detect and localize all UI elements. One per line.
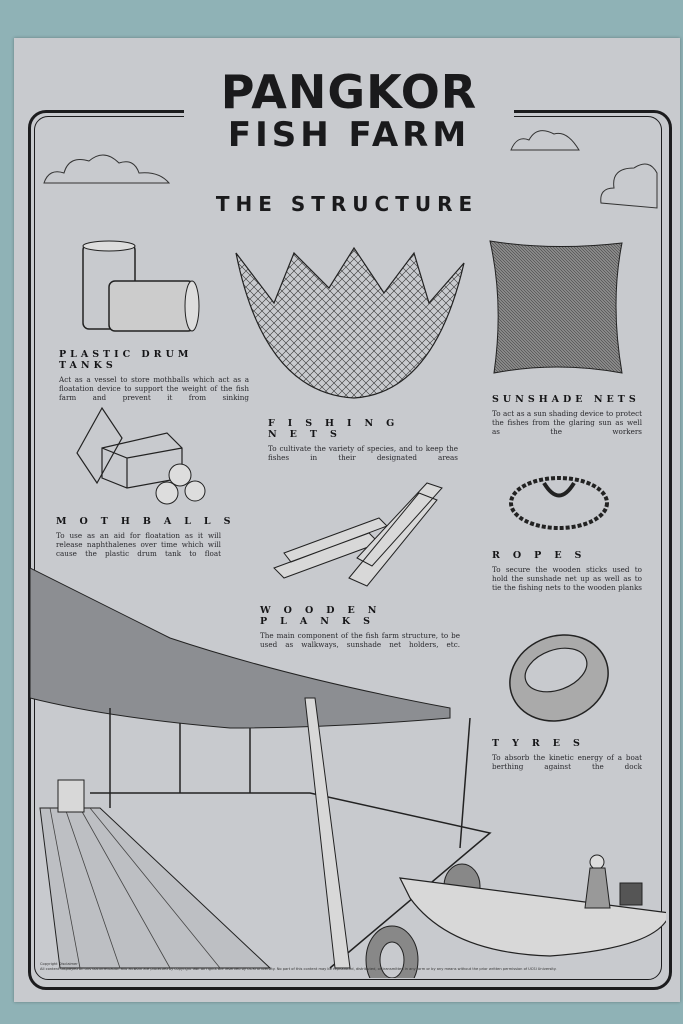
item-heading: ROPES xyxy=(492,550,595,561)
item-fishing-nets: FISHING NETS To cultivate the variety of… xyxy=(268,418,458,462)
subtitle: THE STRUCTURE xyxy=(215,192,479,216)
item-plastic-drum-tanks: PLASTIC DRUM TANKS Act as a vessel to st… xyxy=(59,349,249,402)
item-wooden-planks: WOODEN PLANKS The main component of the … xyxy=(260,605,460,649)
mothballs-illustration xyxy=(76,406,206,505)
drum-tank-illustration xyxy=(82,240,200,332)
item-heading: PLASTIC DRUM TANKS xyxy=(59,349,193,371)
item-heading: TYRES xyxy=(492,738,593,749)
title-line-2: FISH FARM xyxy=(227,115,471,155)
item-heading: FISHING NETS xyxy=(268,418,408,440)
item-mothballs: MOTHBALLS To use as an aid for floatatio… xyxy=(56,516,244,558)
item-ropes: ROPES To secure the wooden sticks used t… xyxy=(492,550,642,592)
copyright-disclaimer: Copyright Disclaimer All content display… xyxy=(40,962,660,972)
cloud-icon xyxy=(600,163,658,209)
tyre-illustration xyxy=(509,634,609,722)
sunshade-net-illustration xyxy=(489,240,623,374)
title-line-1: PANGKOR xyxy=(220,65,478,119)
item-heading: SUNSHADE NETS xyxy=(492,394,640,405)
item-description: To cultivate the variety of species, and… xyxy=(268,444,458,462)
item-description: To secure the wooden sticks used to hold… xyxy=(492,565,642,592)
wooden-planks-illustration xyxy=(273,482,443,587)
cloud-icon xyxy=(43,154,171,184)
title-block: PANGKOR FISH FARM xyxy=(184,68,514,158)
fishing-net-illustration xyxy=(235,246,465,399)
item-heading: MOTHBALLS xyxy=(56,516,244,527)
item-description: To use as an aid for floatation as it wi… xyxy=(56,531,221,558)
item-description: The main component of the fish farm stru… xyxy=(260,631,460,649)
item-description: Act as a vessel to store mothballs which… xyxy=(59,375,249,402)
item-description: To act as a sun shading device to protec… xyxy=(492,409,642,436)
cloud-icon xyxy=(510,130,580,151)
item-description: To absorb the kinetic energy of a boat b… xyxy=(492,753,642,771)
fish-farm-scene-illustration xyxy=(30,568,666,978)
poster: PANGKOR FISH FARM THE STRUCTURE PLASTIC … xyxy=(14,38,680,1002)
item-heading: WOODEN PLANKS xyxy=(260,605,390,627)
item-tyres: TYRES To absorb the kinetic energy of a … xyxy=(492,738,642,771)
disclaimer-title: Copyright Disclaimer xyxy=(40,962,78,966)
rope-illustration xyxy=(509,476,609,530)
item-sunshade-nets: SUNSHADE NETS To act as a sun shading de… xyxy=(492,394,642,436)
disclaimer-text: All content displayed on this documentat… xyxy=(40,967,557,971)
